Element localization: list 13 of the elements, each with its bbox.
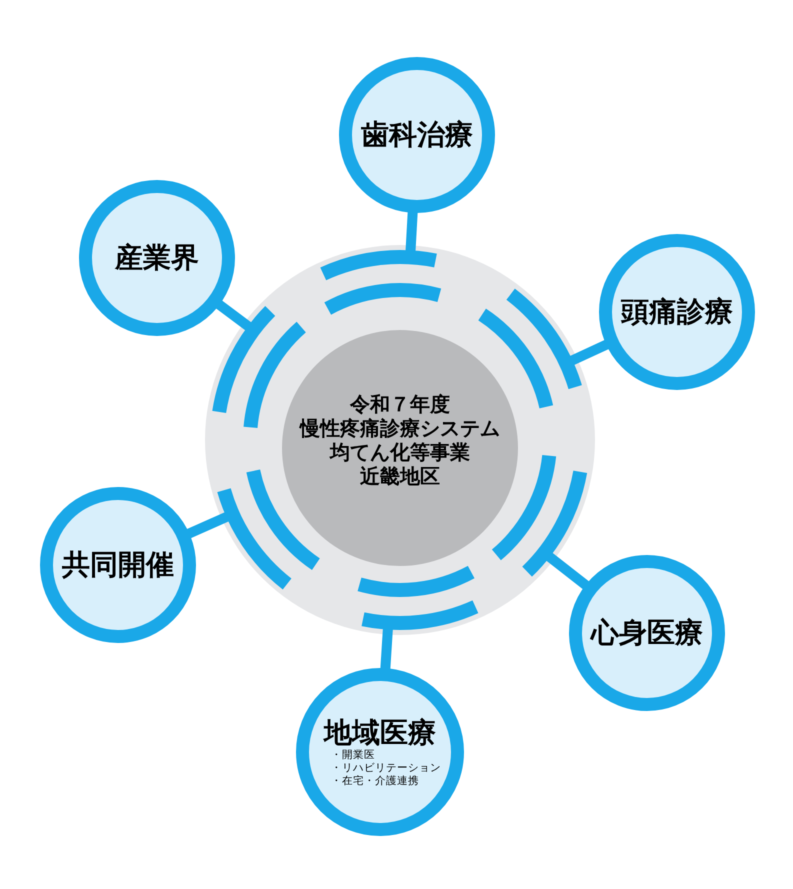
list-item: ・リハビリテーション [331, 762, 441, 775]
topic-label: 歯科治療 [361, 118, 473, 152]
title-line: 慢性疼痛診療システム [300, 416, 500, 440]
topic-label: 共同開催 [62, 548, 174, 582]
title-line: 均てん化等事業 [330, 440, 470, 464]
topic-label: 産業界 [115, 241, 199, 275]
topic-label: 地域医療 [324, 716, 436, 749]
list-item: ・開業医 [331, 749, 375, 762]
list-item: ・在宅・介護連携 [331, 775, 419, 788]
topic-label: 心身医療 [591, 616, 703, 650]
title-line: 近畿地区 [360, 464, 440, 488]
topic-label: 頭痛診療 [621, 295, 733, 329]
title-line: 令和７年度 [350, 392, 450, 416]
